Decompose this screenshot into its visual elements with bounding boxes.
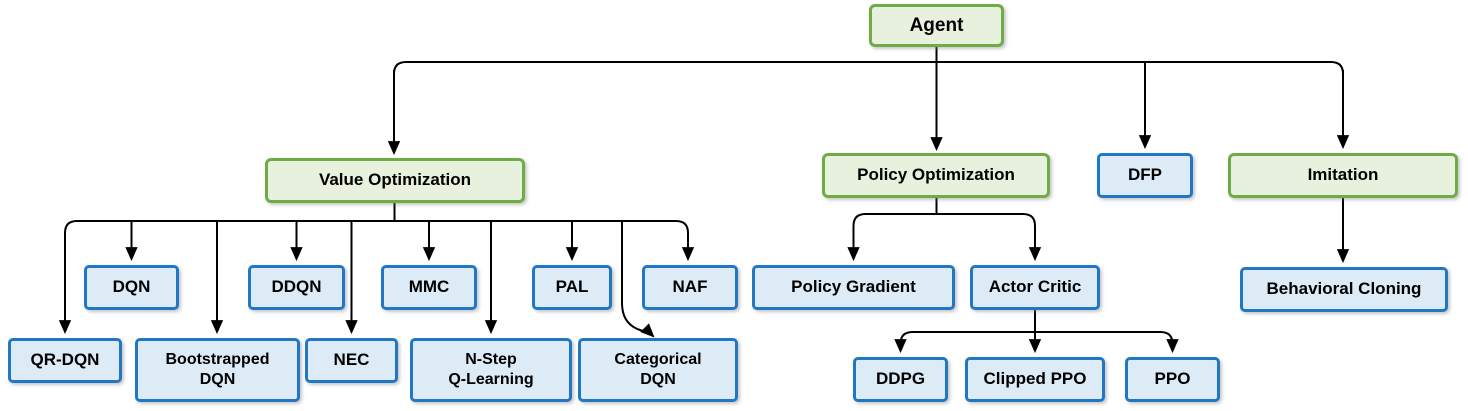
node-ddpg: DDPG (853, 357, 948, 402)
node-clipped-ppo: Clipped PPO (965, 357, 1105, 402)
node-pal: PAL (532, 265, 612, 310)
node-bootstrapped-dqn: Bootstrapped DQN (135, 338, 300, 402)
node-n-step-q-learning: N-Step Q-Learning (410, 338, 572, 402)
node-behavioral-cloning: Behavioral Cloning (1240, 267, 1448, 312)
node-dfp: DFP (1097, 153, 1193, 198)
node-agent: Agent (869, 4, 1004, 47)
node-dqn: DQN (84, 265, 179, 310)
node-mmc: MMC (381, 265, 477, 310)
node-nec: NEC (305, 338, 398, 383)
node-policy-optimization: Policy Optimization (822, 153, 1050, 198)
node-ddqn: DDQN (248, 265, 345, 310)
node-ppo: PPO (1125, 357, 1220, 402)
node-imitation: Imitation (1228, 153, 1458, 198)
node-value-optimization: Value Optimization (265, 158, 525, 203)
node-actor-critic: Actor Critic (970, 265, 1100, 310)
node-categorical-dqn: Categorical DQN (578, 338, 738, 402)
node-naf: NAF (642, 265, 738, 310)
node-qr-dqn: QR-DQN (8, 338, 122, 383)
node-policy-gradient: Policy Gradient (752, 265, 955, 310)
